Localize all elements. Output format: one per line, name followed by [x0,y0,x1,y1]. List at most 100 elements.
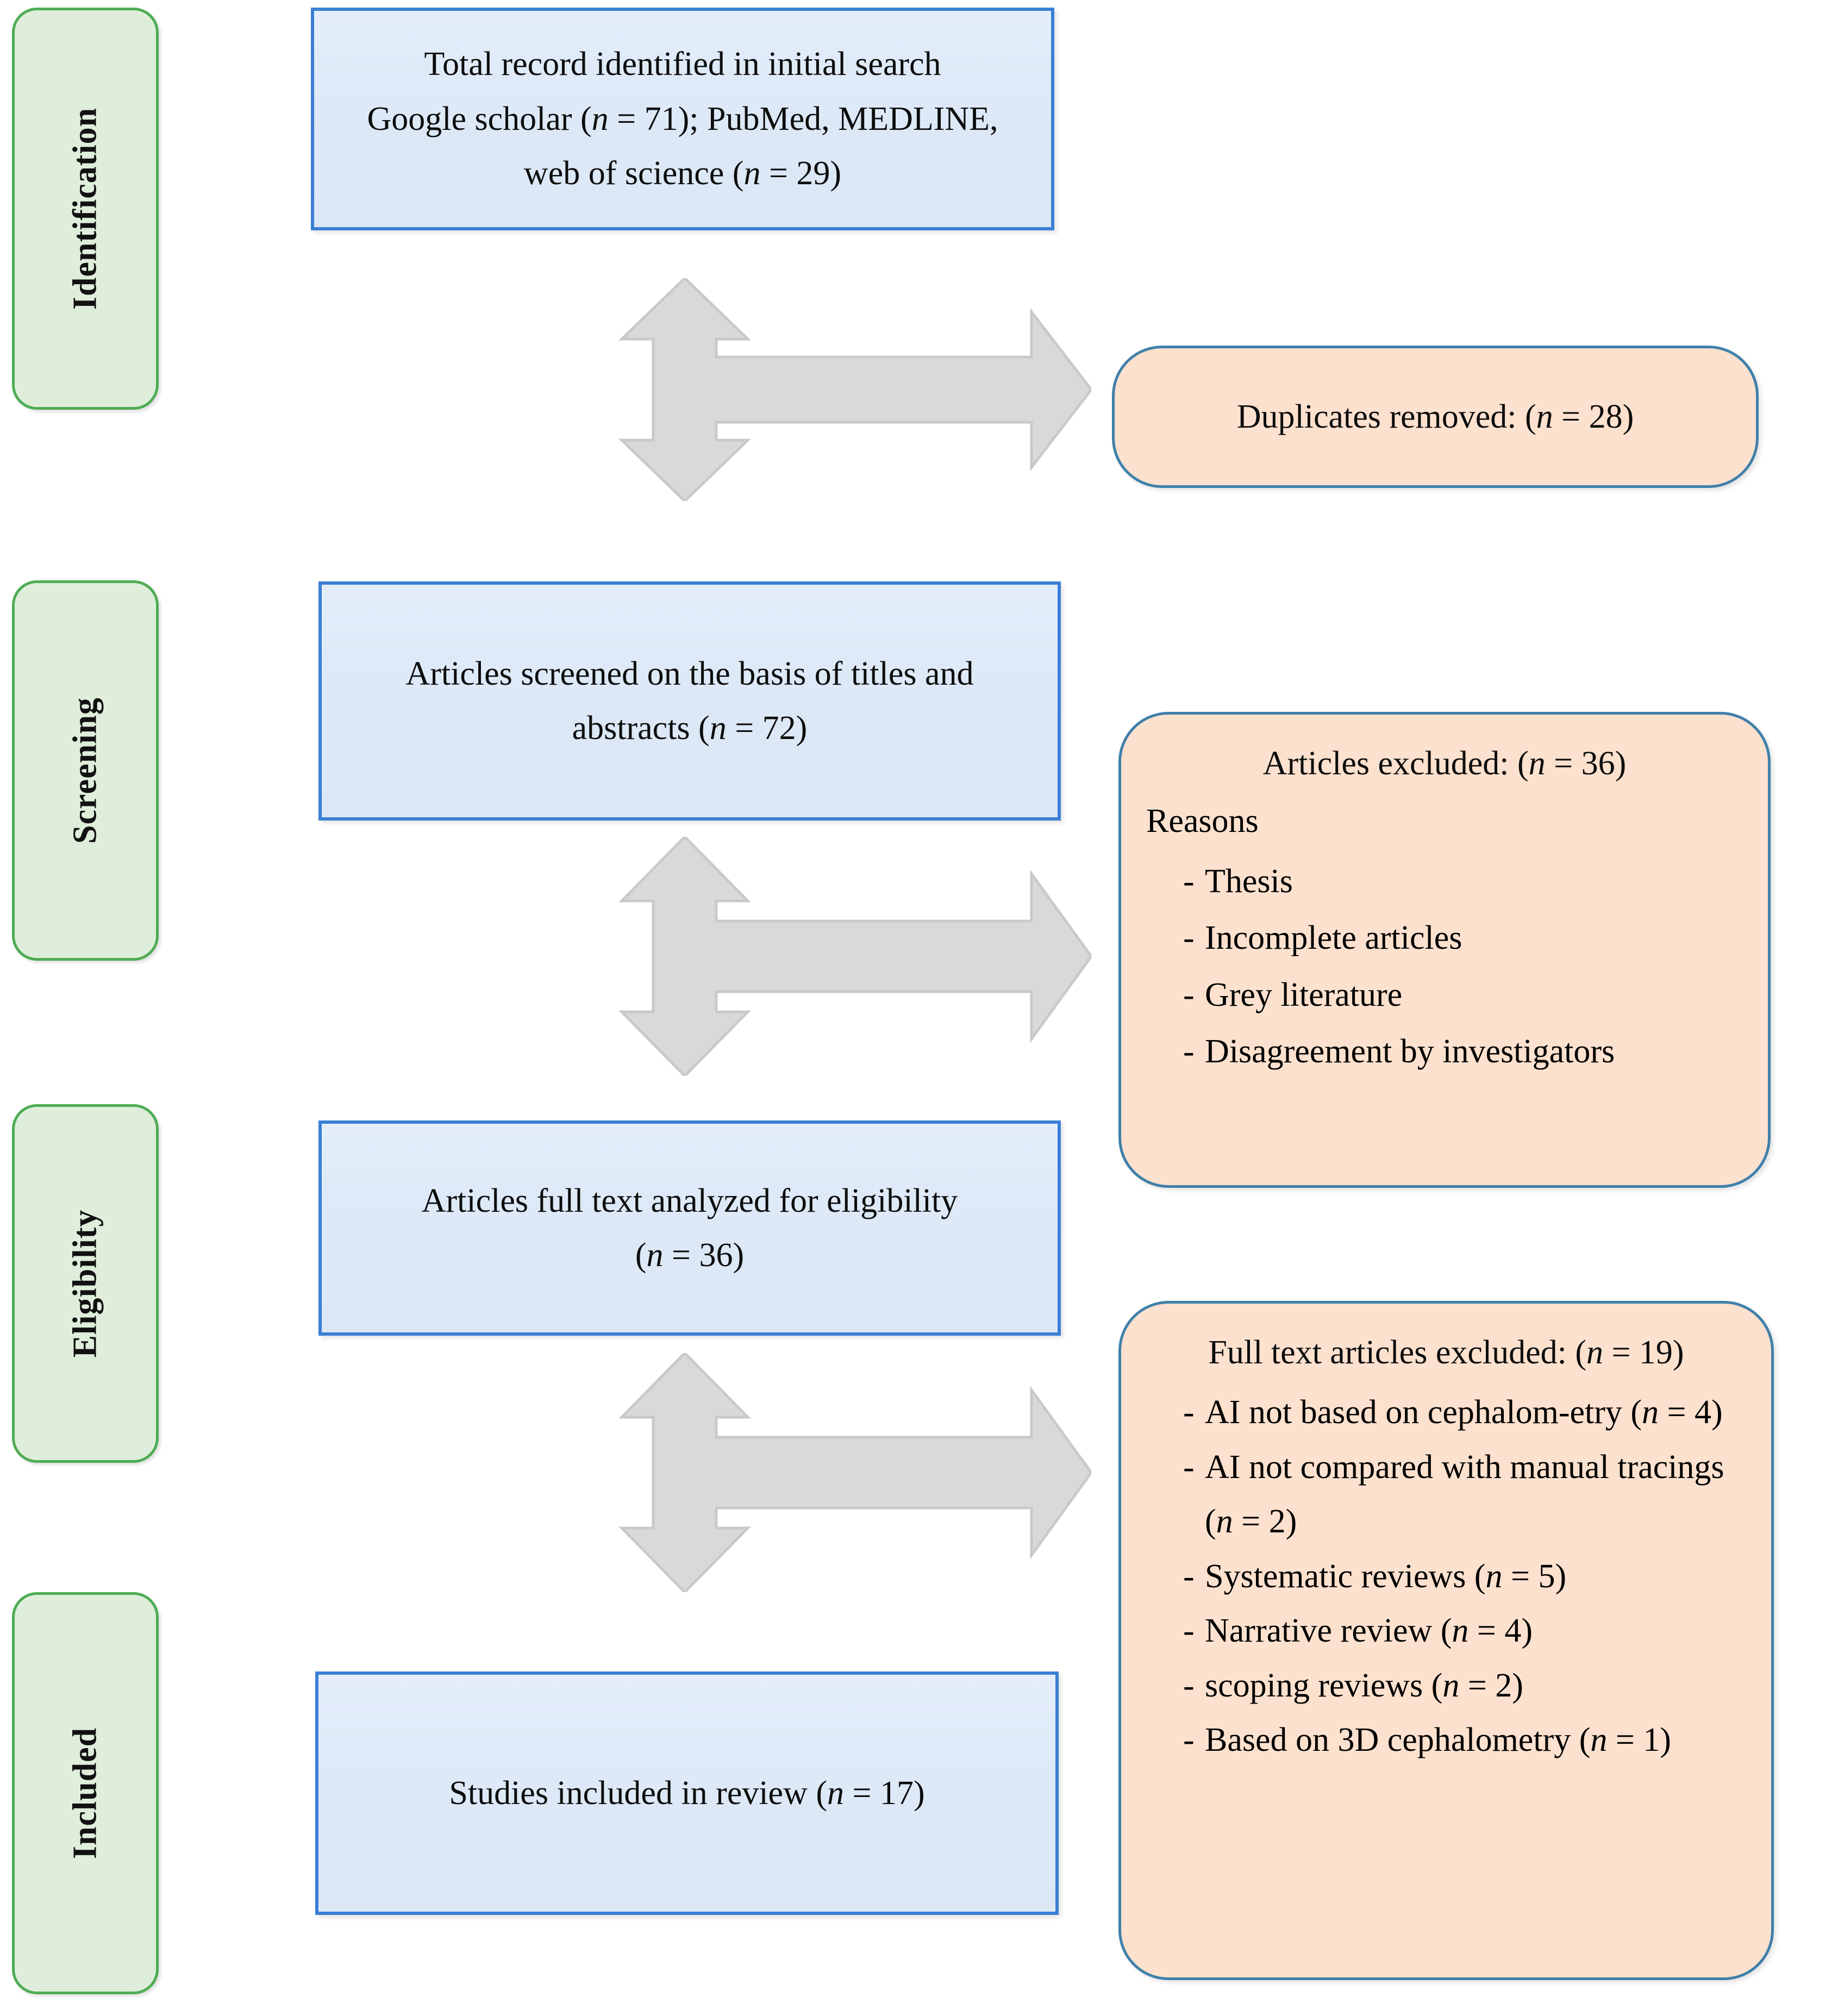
reason-text-prefix: AI not based on cephalom-etry ( [1205,1394,1642,1431]
records-identified-line-2-n: n [591,100,609,137]
articles-screened-line-2-suffix: = 72) [726,710,808,747]
reason-text-n: n [1590,1721,1608,1759]
stage-label-included: Included [66,1727,104,1860]
reason-text: Disagreement by investigators [1205,1033,1615,1070]
duplicates-removed-title-suffix: = 28) [1553,398,1634,435]
duplicates-removed-title-n: n [1536,398,1553,435]
bullet-dash-icon: - [1183,1557,1195,1595]
reason-text-suffix: = 2) [1233,1503,1297,1541]
bullet-dash-icon: - [1183,976,1195,1013]
reason-text-prefix: scoping reviews ( [1205,1667,1443,1704]
articles-screened-line-2-n: n [709,710,727,747]
full-text-assessed-line-2-prefix: ( [635,1237,647,1274]
reason-text-n: n [1642,1394,1659,1431]
excluded-box-full-text-excluded: Full text articles excluded: (n = 19) - … [1118,1301,1774,1980]
stage-chip-eligibility: Eligibility [12,1104,159,1463]
records-identified-line-3-n: n [743,155,761,192]
process-box-studies-included-text: Studies included in review (n = 17) [449,1766,924,1820]
stage-chip-screening: Screening [12,580,159,961]
reason-item: - Disagreement by investigators [1146,1024,1743,1079]
articles-excluded-title-prefix: Articles excluded: ( [1262,745,1529,782]
studies-included-line-1-suffix: = 17) [844,1774,925,1812]
reason-item: - AI not compared with manual tracings (… [1146,1440,1746,1549]
records-identified-line-3-suffix: = 29) [760,155,842,192]
reason-text: Incomplete articles [1205,919,1462,957]
stage-label-identification: Identification [66,107,104,310]
reason-text: Grey literature [1205,976,1403,1013]
reason-text-n: n [1442,1667,1460,1704]
reason-text-n: n [1216,1503,1233,1541]
stage-label-eligibility: Eligibility [66,1209,104,1358]
records-identified-line-3-prefix: web of science ( [523,155,744,192]
records-identified-line-2-prefix: Google scholar ( [367,100,592,137]
reason-text: Narrative review (n = 4) [1205,1604,1746,1658]
reason-item: - Narrative review (n = 4) [1146,1604,1746,1658]
process-box-records-identified: Total record identified in initial searc… [311,8,1054,230]
reason-text-prefix: Systematic reviews ( [1205,1557,1486,1595]
reason-item: - AI not based on cephalom-etry (n = 4) [1146,1385,1746,1439]
reason-text: Thesis [1205,862,1293,900]
full-text-excluded-reason-list: - AI not based on cephalom-etry (n = 4) … [1146,1385,1746,1767]
bullet-dash-icon: - [1183,1448,1195,1486]
connector-identification-screening [602,278,1091,501]
full-text-assessed-line-2-suffix: = 36) [663,1237,745,1274]
reason-text-prefix: AI not compared with manual tracings ( [1205,1448,1724,1541]
reason-text-suffix: = 5) [1502,1557,1567,1595]
reason-item: - Grey literature [1146,968,1743,1022]
full-text-excluded-title-n: n [1586,1334,1603,1371]
stage-chip-identification: Identification [12,8,159,410]
reason-item: - Systematic reviews (n = 5) [1146,1549,1746,1604]
articles-excluded-title: Articles excluded: (n = 36) [1146,736,1743,791]
full-text-excluded-title-prefix: Full text articles excluded: ( [1208,1334,1586,1371]
full-text-assessed-line-2-n: n [646,1237,664,1274]
articles-excluded-title-n: n [1528,745,1546,782]
stage-label-screening: Screening [66,697,104,844]
reason-text-suffix: = 2) [1459,1667,1523,1704]
process-box-records-identified-text: Total record identified in initial searc… [367,37,998,201]
full-text-assessed-line-1: Articles full text analyzed for eligibil… [421,1182,958,1219]
process-box-articles-screened-text: Articles screened on the basis of titles… [405,647,973,756]
process-box-full-text-assessed: Articles full text analyzed for eligibil… [318,1120,1061,1336]
duplicates-removed-title: Duplicates removed: (n = 28) [1237,390,1634,444]
records-identified-line-2-suffix: = 71); PubMed, MEDLINE, [608,100,998,137]
reason-text: AI not based on cephalom-etry (n = 4) [1205,1385,1746,1439]
reason-item: - Based on 3D cephalometry (n = 1) [1146,1713,1746,1767]
reason-item: - Thesis [1146,854,1743,909]
bullet-dash-icon: - [1183,1033,1195,1070]
process-box-full-text-assessed-text: Articles full text analyzed for eligibil… [422,1174,958,1283]
reason-text-suffix: = 4) [1468,1612,1533,1650]
connector-eligibility-included [602,1353,1091,1592]
studies-included-line-1-prefix: Studies included in review ( [449,1774,827,1812]
articles-excluded-title-suffix: = 36) [1545,745,1627,782]
reason-text-n: n [1452,1612,1469,1650]
reason-item: - Incomplete articles [1146,911,1743,965]
reason-text: Systematic reviews (n = 5) [1205,1549,1746,1604]
articles-excluded-reasons-subhead: Reasons [1146,803,1259,840]
reason-text-prefix: Narrative review ( [1205,1612,1452,1650]
bullet-dash-icon: - [1183,1612,1195,1650]
records-identified-line-1: Total record identified in initial searc… [424,46,941,83]
bullet-dash-icon: - [1183,1667,1195,1704]
process-box-studies-included: Studies included in review (n = 17) [315,1671,1059,1915]
reason-text-suffix: = 1) [1607,1721,1671,1759]
connector-screening-eligibility [602,837,1091,1076]
articles-screened-line-1: Articles screened on the basis of titles… [405,655,974,692]
reason-text: scoping reviews (n = 2) [1205,1658,1746,1713]
studies-included-line-1-n: n [827,1774,844,1812]
articles-excluded-reason-list: - Thesis - Incomplete articles - Grey li… [1146,854,1743,1079]
stage-chip-included: Included [12,1592,159,1994]
bullet-dash-icon: - [1183,1721,1195,1759]
reason-text-suffix: = 4) [1659,1394,1723,1431]
full-text-excluded-title: Full text articles excluded: (n = 19) [1146,1325,1746,1380]
reason-text-n: n [1485,1557,1503,1595]
bullet-dash-icon: - [1183,862,1195,900]
reason-text: Based on 3D cephalometry (n = 1) [1205,1713,1746,1767]
reason-text-prefix: Based on 3D cephalometry ( [1205,1721,1591,1759]
excluded-box-duplicates-removed: Duplicates removed: (n = 28) [1112,346,1759,488]
duplicates-removed-title-prefix: Duplicates removed: ( [1236,398,1536,435]
full-text-excluded-title-suffix: = 19) [1603,1334,1684,1371]
excluded-box-articles-excluded: Articles excluded: (n = 36) Reasons - Th… [1118,712,1771,1188]
bullet-dash-icon: - [1183,1394,1195,1431]
bullet-dash-icon: - [1183,919,1195,957]
